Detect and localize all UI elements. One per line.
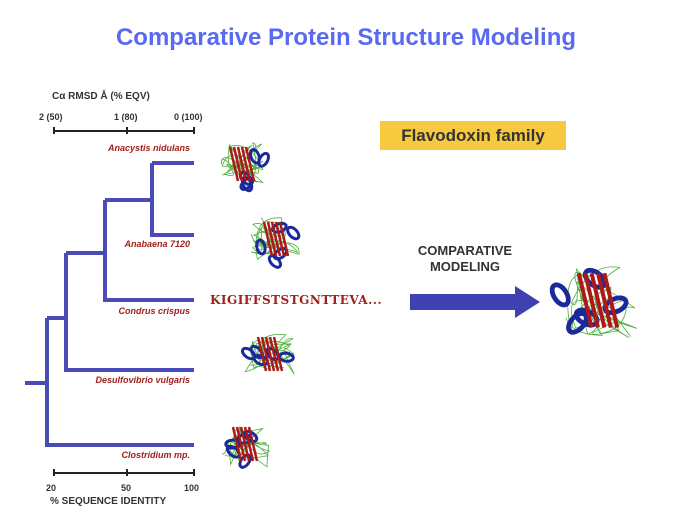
protein-structure-icon <box>220 142 270 193</box>
protein-structure-icon <box>240 334 295 375</box>
page-title: Comparative Protein Structure Modeling <box>115 24 577 51</box>
species-label: Clostridium mp. <box>121 450 190 460</box>
species-label: Anabaena 7120 <box>124 239 190 249</box>
species-label: Anacystis nidulans <box>107 143 190 153</box>
protein-structure-icon <box>221 426 271 469</box>
species-label: Desulfovibrio vulgaris <box>95 375 190 385</box>
arrow-icon <box>410 286 540 318</box>
top-axis-label: Cα RMSD Å (% EQV) <box>52 91 150 102</box>
bottom-axis <box>53 469 195 476</box>
species-label: Condrus crispus <box>118 306 190 316</box>
bottom-axis-tick: 50 <box>121 483 132 493</box>
bottom-axis-tick: 100 <box>184 483 200 493</box>
family-label: Flavodoxin family <box>380 121 566 150</box>
tree-branches <box>25 161 194 447</box>
top-axis-tick: 0 (100) <box>174 112 203 122</box>
top-axis-tick: 2 (50) <box>39 112 63 122</box>
protein-structure-icon <box>549 266 638 339</box>
bottom-axis-label: % SEQUENCE IDENTITY <box>50 496 167 507</box>
target-sequence: KIGIFFSTSTGNTTEVA... <box>210 293 383 307</box>
top-axis <box>53 127 195 134</box>
bottom-axis-tick: 20 <box>46 483 57 493</box>
protein-structure-icon <box>250 217 301 269</box>
comparative-modeling-label: COMPARATIVE MODELING <box>417 243 513 274</box>
top-axis-tick: 1 (80) <box>114 112 138 122</box>
